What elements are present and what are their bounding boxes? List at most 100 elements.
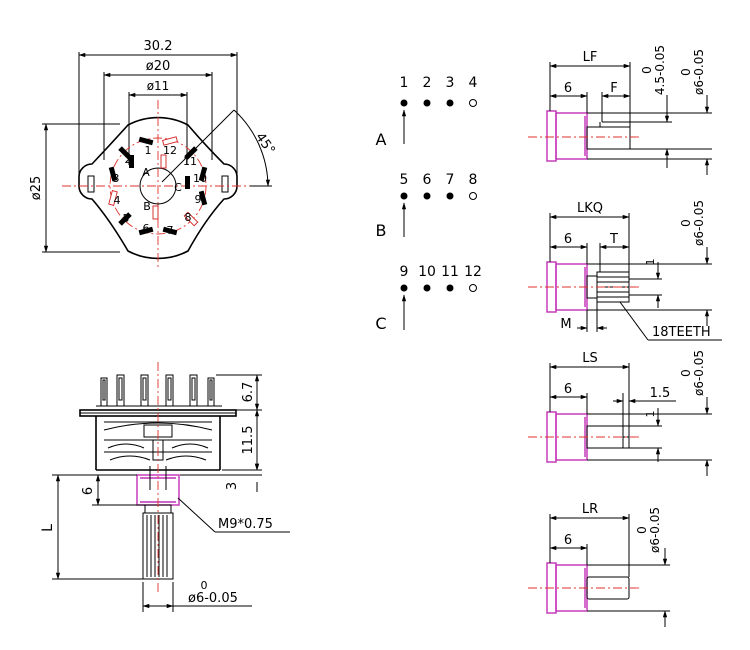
pin-dot [469, 192, 477, 200]
wiper-pad [160, 154, 167, 169]
wiper-label-c: C [174, 181, 182, 194]
pin-label: 5 [400, 172, 409, 188]
dim-11-5: 11.5 [241, 426, 256, 455]
m-label: M [560, 317, 571, 332]
group-b: 5 6 7 8 B [376, 172, 478, 240]
pad [138, 136, 154, 146]
dim-6: 6 [564, 81, 572, 96]
pin-label: 3 [446, 75, 455, 91]
dim-1: 1 [644, 259, 657, 266]
pad [198, 166, 208, 182]
dim-3: 3 [225, 482, 240, 490]
dim-d25: ø25 [29, 176, 44, 201]
pad [118, 212, 132, 226]
group-label-b: B [376, 221, 387, 240]
tol-b: 0 [635, 526, 649, 534]
pad [198, 190, 208, 206]
length-label: LKQ [577, 201, 603, 216]
tol-b: 0 [679, 369, 693, 377]
dim-6: 6 [81, 487, 96, 495]
dim-angle-45: 45° [252, 130, 278, 157]
pin-dot [423, 284, 431, 292]
pin-label: 12 [464, 264, 482, 280]
pin-dot [423, 192, 431, 200]
dia-b: ø6-0.05 [692, 350, 706, 396]
pin-dot [446, 192, 454, 200]
pin-label: 1 [400, 75, 409, 91]
tol-b: 0 [679, 68, 693, 76]
pad [118, 146, 132, 160]
length-label: LR [582, 502, 598, 517]
tol-b: 0 [679, 219, 693, 227]
dim-L: L [40, 524, 56, 532]
dia-a: 4.5-0.05 [653, 45, 667, 95]
flat-label: F [610, 81, 617, 96]
pin-label: 4 [469, 75, 478, 91]
pin-dot [423, 99, 431, 107]
terminal-label: 5 [123, 212, 130, 225]
shaft-ls: LS 6 1.5 1 0 ø6-0.05 [528, 350, 712, 476]
pin-dot [469, 284, 477, 292]
shaft-lr: LR 6 0 ø6-0.05 [528, 502, 670, 627]
shaft-lf: LF 6 F 0 4.5-0.05 0 ø6-0.05 [528, 45, 712, 175]
pin-dot [469, 99, 477, 107]
pin-dot [446, 284, 454, 292]
thread-label: M9*0.75 [218, 517, 273, 532]
pad [108, 190, 118, 206]
terminal-label: 4 [114, 194, 121, 207]
dia-b: ø6-0.05 [692, 200, 706, 246]
pin-label: 10 [418, 264, 436, 280]
pin-dot [400, 284, 408, 292]
dim-6-7: 6.7 [241, 382, 256, 403]
dia-b: ø6-0.05 [692, 49, 706, 95]
slot-label: 1.5 [650, 386, 671, 401]
pin-dot [446, 99, 454, 107]
terminal-label: 3 [113, 172, 120, 185]
contact-pads [108, 136, 208, 236]
shaft-dia: ø6-0.05 [188, 591, 238, 606]
terminal-label: 6 [143, 222, 150, 235]
group-c: 9 10 11 12 C [375, 264, 482, 333]
dia-b: ø6-0.05 [648, 507, 662, 553]
group-label-c: C [375, 314, 386, 333]
terminal-label: 12 [163, 144, 177, 157]
terminal-label: 1 [145, 144, 152, 157]
group-label-a: A [376, 130, 387, 149]
dim-30-2: 30.2 [144, 39, 173, 54]
teeth-label: 18TEETH [652, 325, 711, 340]
pin-label: 9 [400, 264, 409, 280]
terminal-label: 8 [185, 211, 192, 224]
pin-label: 2 [423, 75, 432, 91]
pad [162, 226, 178, 236]
terminal-label: 7 [167, 224, 174, 237]
pin-label: 11 [441, 264, 459, 280]
switch-schematic: 1 2 3 4 A 5 6 7 8 B 9 10 11 12 [375, 75, 482, 333]
length-label: LF [583, 50, 598, 65]
wiper-pad [185, 176, 190, 189]
dim-d11: ø11 [147, 79, 170, 93]
dim-d20: ø20 [146, 59, 171, 74]
terminal-label: 10 [193, 172, 207, 185]
pin-label: 7 [446, 172, 455, 188]
terminal-label: 11 [183, 155, 197, 168]
pin-label: 6 [423, 172, 432, 188]
terminal-label: 9 [195, 193, 202, 206]
group-a: 1 2 3 4 A [376, 75, 478, 149]
pad [138, 226, 154, 236]
wiper-pad [152, 205, 159, 220]
pin-dot [400, 192, 408, 200]
shaft-lkq: LKQ 6 T 1 0 ø6-0.05 M 18TEETH [528, 200, 722, 341]
dim-6: 6 [564, 382, 572, 397]
dim-6: 6 [564, 232, 572, 247]
wiper-pad [129, 155, 134, 168]
pin-label: 8 [469, 172, 478, 188]
tol-a: 0 [640, 66, 654, 74]
pad [183, 211, 199, 227]
wiper-label-b: B [143, 200, 151, 213]
wiper-label-a: A [142, 166, 150, 179]
shaft-tol: 0 [201, 579, 208, 592]
pad [184, 146, 198, 160]
pad [162, 136, 178, 146]
terminal-label: 2 [125, 153, 132, 166]
